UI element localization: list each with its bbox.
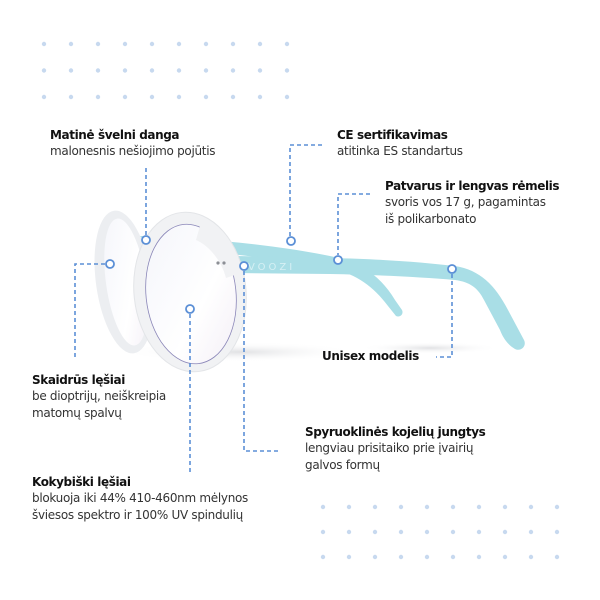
feature-title: Patvarus ir lengvas rėmelis: [385, 179, 560, 193]
feature-desc: svoris vos 17 g, pagamintas iš polikarbo…: [385, 195, 546, 226]
brand-logo: VOOZI: [248, 262, 295, 273]
feature-unisex: Unisex modelis: [322, 348, 419, 364]
marker-ce: [286, 236, 296, 246]
feature-desc: lengviau prisitaiko prie įvairių galvos …: [305, 441, 474, 472]
dot-grid-top: [41, 41, 291, 101]
feature-spring-hinges: Spyruoklinės kojelių jungtys lengviau pr…: [305, 424, 486, 474]
feature-quality-lenses: Kokybiški lęšiai blokuoja iki 44% 410-46…: [32, 474, 248, 524]
marker-spring-hinges: [239, 261, 249, 271]
end-piece: [196, 226, 238, 278]
marker-matte-coating: [141, 235, 151, 245]
feature-desc: blokuoja iki 44% 410-460nm mėlynos švies…: [32, 491, 248, 522]
marker-durable-frame: [333, 255, 343, 265]
marker-quality-lenses: [185, 304, 195, 314]
feature-durable-frame: Patvarus ir lengvas rėmelis svoris vos 1…: [385, 178, 560, 228]
feature-title: Spyruoklinės kojelių jungtys: [305, 425, 486, 439]
feature-desc: malonesnis nešiojimo pojūtis: [50, 144, 216, 158]
connector-dots: [105, 235, 457, 314]
feature-title: Unisex modelis: [322, 349, 419, 363]
marker-unisex: [447, 264, 457, 274]
feature-title: CE sertifikavimas: [337, 128, 448, 142]
dot-grid-bottom: [320, 504, 562, 561]
feature-matte-coating: Matinė švelni danga malonesnis nešiojimo…: [50, 127, 215, 160]
marker-clear-lenses: [105, 259, 115, 269]
feature-ce-certification: CE sertifikavimas atitinka ES standartus: [337, 127, 463, 160]
feature-title: Matinė švelni danga: [50, 128, 180, 142]
feature-title: Kokybiški lęšiai: [32, 475, 131, 489]
feature-title: Skaidrūs lęšiai: [32, 373, 125, 387]
near-temple: [236, 256, 525, 350]
near-lens: [145, 223, 237, 365]
feature-clear-lenses: Skaidrūs lęšiai be dioptrijų, neiškreipi…: [32, 372, 166, 422]
feature-desc: atitinka ES standartus: [337, 144, 463, 158]
connector-lines: [74, 144, 453, 472]
feature-desc: be dioptrijų, neiškreipia matomų spalvų: [32, 389, 166, 420]
